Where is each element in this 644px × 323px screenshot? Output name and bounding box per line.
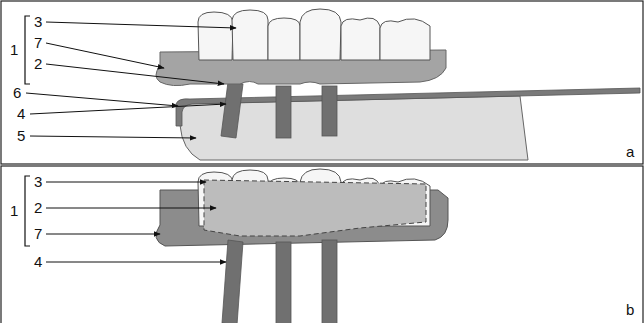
callout-number: 5 xyxy=(17,128,25,144)
bracket xyxy=(25,16,30,84)
callout-number: 2 xyxy=(34,200,42,216)
panel-frame xyxy=(1,1,643,164)
bracket xyxy=(25,176,30,246)
teeth xyxy=(198,9,430,60)
callout-number: 2 xyxy=(34,56,42,72)
panel-letter: a xyxy=(626,144,634,160)
callout-number: 4 xyxy=(17,106,25,122)
panel-frame xyxy=(1,166,643,323)
callout-number: 7 xyxy=(34,35,42,51)
callout-number: 1 xyxy=(10,203,18,219)
callout-number: 1 xyxy=(10,42,18,58)
implants xyxy=(221,82,337,138)
callout-number: 7 xyxy=(34,226,42,242)
mucosa xyxy=(176,88,640,126)
implants xyxy=(222,240,337,323)
callout-number: 3 xyxy=(34,14,42,30)
callout-number: 4 xyxy=(34,254,42,270)
leader-lines xyxy=(26,22,236,262)
overdenture-b xyxy=(156,169,448,323)
callout-number: 6 xyxy=(13,85,21,101)
panel-letter: b xyxy=(626,302,634,318)
callout-number: 3 xyxy=(34,174,42,190)
framework xyxy=(204,180,426,236)
